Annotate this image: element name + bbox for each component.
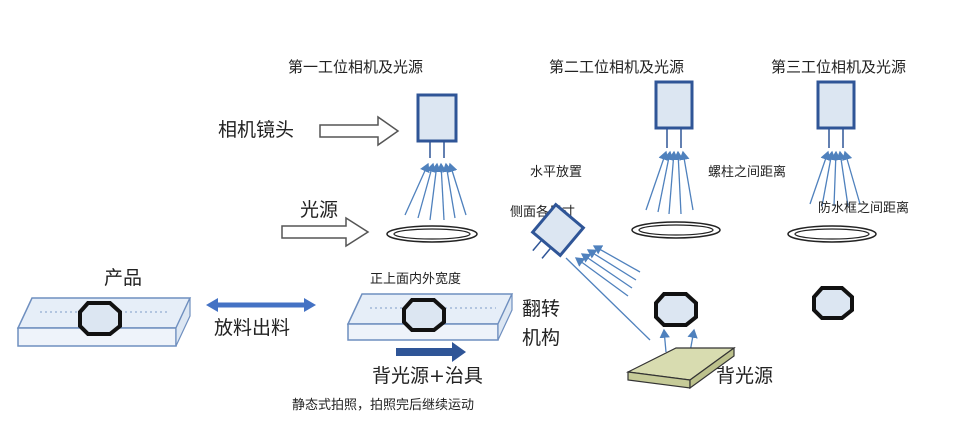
station2-ring-light bbox=[631, 221, 721, 239]
station3-part bbox=[812, 286, 854, 320]
waterproof-frame-distance-label: 防水框之间距离 bbox=[818, 200, 909, 216]
flip-mechanism-label-1: 翻转 bbox=[522, 298, 560, 320]
camera-lens-label: 相机镜头 bbox=[218, 119, 294, 141]
station3-light-rays bbox=[809, 150, 861, 207]
flip-mechanism-label-2: 机构 bbox=[522, 327, 560, 349]
camera-lens-arrow bbox=[319, 115, 400, 147]
product-label: 产品 bbox=[104, 267, 142, 289]
backlight-panel bbox=[625, 346, 736, 390]
station3-label: 第三工位相机及光源 bbox=[771, 58, 906, 76]
load-unload-label: 放料出料 bbox=[214, 317, 290, 339]
station1-part bbox=[402, 298, 446, 332]
station1-light-rays bbox=[404, 162, 467, 221]
light-source-arrow bbox=[281, 216, 370, 248]
backlight-label: 背光源 bbox=[716, 365, 773, 387]
stud-distance-label: 螺柱之间距离 bbox=[708, 164, 786, 180]
static-capture-note: 静态式拍照，拍照完后继续运动 bbox=[292, 398, 474, 413]
station2-light-rays bbox=[645, 150, 694, 215]
light-source-label: 光源 bbox=[300, 199, 338, 221]
product-part bbox=[78, 301, 122, 336]
horizontal-place-label: 水平放置 bbox=[530, 165, 582, 180]
station3-ring-light bbox=[787, 225, 877, 243]
load-unload-arrow bbox=[206, 298, 316, 312]
station1-camera bbox=[416, 93, 458, 158]
station2-camera bbox=[654, 80, 694, 148]
station2-part bbox=[654, 292, 698, 327]
station1-ring-light bbox=[386, 225, 478, 243]
backlight-fixture-arrow bbox=[396, 342, 466, 362]
station1-label: 第一工位相机及光源 bbox=[288, 58, 423, 76]
station2-label: 第二工位相机及光源 bbox=[549, 58, 684, 76]
side-camera-path-line bbox=[565, 257, 651, 341]
backlight-fixture-label: 背光源+治具 bbox=[372, 365, 483, 387]
side-camera-light-rays bbox=[574, 245, 641, 297]
top-width-label: 正上面内外宽度 bbox=[370, 271, 461, 287]
side-camera bbox=[530, 202, 586, 259]
station3-camera bbox=[816, 80, 856, 148]
